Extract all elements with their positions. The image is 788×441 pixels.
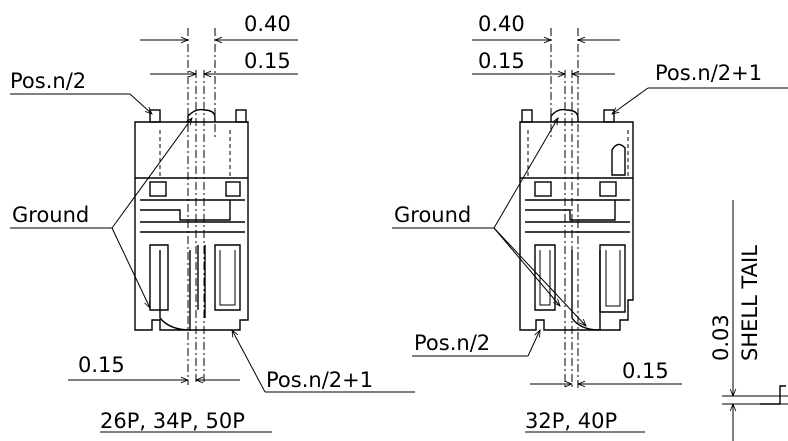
shell-tail-dimension — [722, 200, 788, 441]
left-width-top-label: 0.15 — [244, 49, 291, 73]
right-ground-leader — [392, 118, 586, 326]
left-pos-bottom-label: Pos.n/2+1 — [266, 368, 373, 392]
left-pitch-label: 0.40 — [244, 12, 291, 36]
right-ground-label: Ground — [394, 203, 471, 227]
right-pos-top-leader — [612, 87, 788, 114]
right-pos-bottom-label: Pos.n/2 — [414, 331, 490, 355]
shell-tail-value: 0.03 — [709, 314, 733, 361]
shell-tail-label: SHELL TAIL — [738, 245, 762, 361]
left-pos-top-leader — [10, 93, 152, 114]
right-pos-top-label: Pos.n/2+1 — [655, 61, 762, 85]
right-caption: 32P, 40P — [525, 409, 617, 433]
right-width-bottom-label: 0.15 — [622, 359, 669, 383]
left-pos-top-label: Pos.n/2 — [10, 69, 86, 93]
right-width-top-label: 0.15 — [478, 49, 525, 73]
left-pos-bottom-leader — [232, 330, 415, 393]
left-ground-leader — [10, 118, 192, 308]
right-pos-bottom-leader — [412, 330, 540, 357]
left-ground-label: Ground — [12, 203, 89, 227]
left-caption: 26P, 34P, 50P — [100, 409, 245, 433]
left-connector-view — [134, 28, 249, 385]
left-width-bottom-label: 0.15 — [78, 353, 125, 377]
right-pitch-label: 0.40 — [478, 12, 525, 36]
